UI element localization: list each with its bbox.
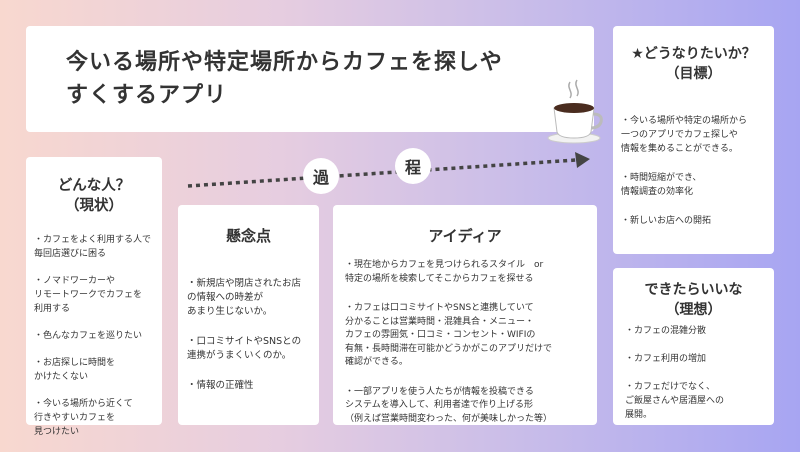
list-item: ・今いる場所から近くて 行きやすいカフェを 見つけたい xyxy=(34,399,133,437)
ideal-card: できたらいいな （理想） ・カフェの混雑分散 ・カフェ利用の増加 ・カフェだけで… xyxy=(613,268,774,425)
list-item: ・カフェだけでなく、 ご飯屋さんや居酒屋への 展開。 xyxy=(625,382,725,420)
coffee-cup-icon xyxy=(547,79,603,144)
list-item: ・口コミサイトやSNSとの 連携がうまくいくのか。 xyxy=(187,336,302,361)
list-item: ・情報の正確性 xyxy=(187,380,254,391)
concern-list: ・新規店や閉店されたお店 の情報への時差が あまり生じないか。 ・口コミサイトや… xyxy=(187,277,315,409)
list-item: ・色んなカフェを巡りたい xyxy=(34,331,143,341)
who-heading: どんな人？ （現状） xyxy=(57,178,131,214)
list-item: ・カフェは口コミサイトやSNSと連携していて 分かることは営業時間・混雑具合・メ… xyxy=(345,303,553,367)
list-item: ・時間短縮ができ、 情報調査の効率化 xyxy=(621,173,702,197)
who-list: ・カフェをよく利用する人で 毎回店選びに困る ・ノマドワーカーや リモートワーク… xyxy=(34,233,160,452)
process-badge-1: 過 xyxy=(303,158,339,194)
page-title: 今いる場所や特定場所からカフェを探しやすくするアプリ xyxy=(66,50,503,108)
concern-card: 懸念点 ・新規店や閉店されたお店 の情報への時差が あまり生じないか。 ・口コミ… xyxy=(178,205,319,425)
title-card: 今いる場所や特定場所からカフェを探しやすくするアプリ xyxy=(26,26,603,144)
list-item: ・新しいお店への開拓 xyxy=(621,216,712,226)
list-item: ・ノマドワーカーや リモートワークでカフェを 利用する xyxy=(34,276,143,314)
concern-heading: 懸念点 xyxy=(225,227,271,245)
list-item: ・一部アプリを使う人たちが情報を投稿できる システムを導入して、利用者達で作り上… xyxy=(345,386,553,424)
goal-heading: ★どうなりたいか？ （目標） xyxy=(631,46,756,82)
list-item: ・お店探しに時間を かけたくない xyxy=(34,358,116,382)
idea-heading: アイディア xyxy=(428,227,502,245)
process-badge-2: 程 xyxy=(395,148,431,184)
list-item: ・カフェの混雑分散 xyxy=(625,326,707,336)
list-item: ・現在地からカフェを見つけられるスタイル or 特定の場所を検索してそこからカフ… xyxy=(345,260,544,284)
goal-card: ★どうなりたいか？ （目標） ・今いる場所や特定の場所から 一つのアプリでカフェ… xyxy=(613,26,774,254)
list-item: ・新規店や閉店されたお店 の情報への時差が あまり生じないか。 xyxy=(187,278,302,317)
ideal-list: ・カフェの混雑分散 ・カフェ利用の増加 ・カフェだけでなく、 ご飯屋さんや居酒屋… xyxy=(625,324,771,436)
list-item: ・カフェをよく利用する人で 毎回店選びに困る xyxy=(34,235,152,259)
who-card: どんな人？ （現状） ・カフェをよく利用する人で 毎回店選びに困る ・ノマドワー… xyxy=(26,157,162,437)
list-item: ・カフェ利用の増加 xyxy=(625,354,707,364)
ideal-heading: できたらいいな （理想） xyxy=(644,282,743,318)
process-arrow xyxy=(187,152,590,188)
goal-list: ・今いる場所や特定の場所から 一つのアプリでカフェ探しや 情報を集めることができ… xyxy=(621,114,771,243)
idea-list: ・現在地からカフェを見つけられるスタイル or 特定の場所を検索してそこからカフ… xyxy=(345,259,595,442)
list-item: ・今いる場所や特定の場所から 一つのアプリでカフェ探しや 情報を集めることができ… xyxy=(621,116,748,154)
idea-card: アイディア ・現在地からカフェを見つけられるスタイル or 特定の場所を検索して… xyxy=(333,205,597,425)
